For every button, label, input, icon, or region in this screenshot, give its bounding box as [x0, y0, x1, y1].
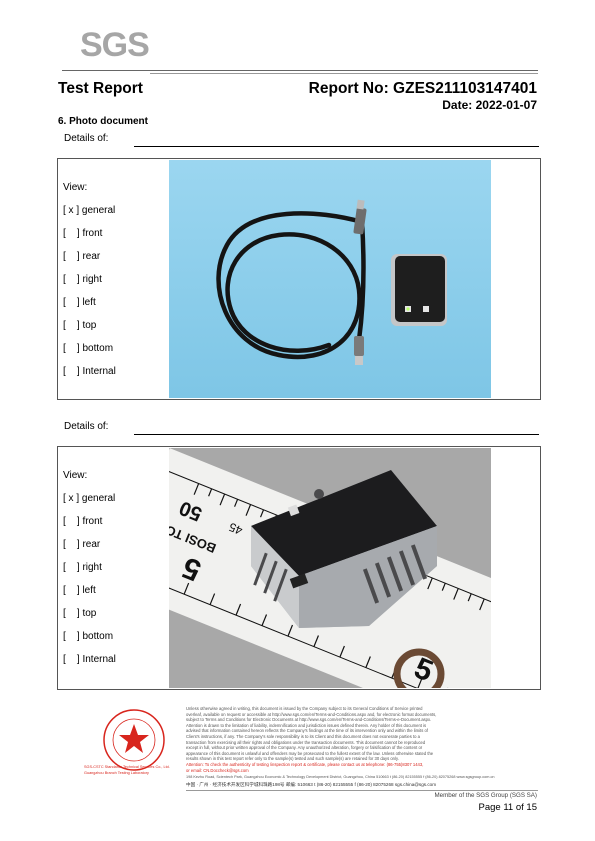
- header-rule-secondary: [150, 73, 538, 74]
- view-option-bottom: [ ] bottom: [63, 631, 114, 642]
- footer-disclaimer: Unless otherwise agreed in writing, this…: [186, 706, 437, 773]
- details-underline: [134, 434, 539, 435]
- section-title: 6. Photo document: [58, 116, 148, 127]
- ruler-label: 45: [227, 520, 245, 538]
- report-number: Report No: GZES211103147401: [308, 80, 537, 97]
- page-number: Page 11 of 15: [478, 802, 537, 813]
- report-date: Date: 2022-01-07: [442, 98, 537, 112]
- view-option-top: [ ] top: [63, 320, 97, 331]
- details-label: Details of:: [64, 421, 109, 432]
- report-title: Test Report: [58, 80, 143, 97]
- footer-rule: [186, 790, 538, 791]
- view-option-general: [ x ] general: [63, 493, 116, 504]
- view-option-left: [ ] left: [63, 585, 96, 596]
- footer-address-cn: 中国 · 广州 · 经济技术开发区科学城科珠路198号 邮编: 510663 t…: [186, 782, 437, 787]
- view-option-right: [ ] right: [63, 274, 102, 285]
- sgs-logo: SGS: [80, 26, 150, 64]
- photo-panel: View: [ x ] general [ ] front [ ] rear […: [57, 158, 541, 400]
- view-option-internal: [ ] Internal: [63, 366, 116, 377]
- view-title: View:: [63, 182, 88, 193]
- sgs-official-seal: SGS-CSTC Standards Technical Services Co…: [84, 706, 170, 776]
- view-option-rear: [ ] rear: [63, 539, 101, 550]
- view-options: View: [ x ] general [ ] front [ ] rear […: [63, 464, 116, 671]
- details-label: Details of:: [64, 133, 109, 144]
- svg-text:Guangzhou Branch Testing Labor: Guangzhou Branch Testing Laboratory: [84, 771, 149, 775]
- view-option-top: [ ] top: [63, 608, 97, 619]
- view-title: View:: [63, 470, 88, 481]
- svg-text:SGS-CSTC Standards Technical S: SGS-CSTC Standards Technical Services Co…: [84, 765, 170, 769]
- sgs-member-text: Member of the SGS Group (SGS SA): [434, 792, 537, 799]
- view-option-rear: [ ] rear: [63, 251, 101, 262]
- photo-panel: View: [ x ] general [ ] front [ ] rear […: [57, 446, 541, 690]
- view-option-right: [ ] right: [63, 562, 102, 573]
- view-option-left: [ ] left: [63, 297, 96, 308]
- view-option-internal: [ ] Internal: [63, 654, 116, 665]
- header-rule: [62, 70, 538, 71]
- details-underline: [134, 146, 539, 147]
- view-option-bottom: [ ] bottom: [63, 343, 114, 354]
- view-option-general: [ x ] general: [63, 205, 116, 216]
- view-option-front: [ ] front: [63, 228, 103, 239]
- view-option-front: [ ] front: [63, 516, 103, 527]
- footer-address-en: 198 Kezhu Road, Scientech Park, Guangzho…: [186, 775, 495, 779]
- device-photo-general: [169, 160, 491, 398]
- view-options: View: [ x ] general [ ] front [ ] rear […: [63, 176, 116, 383]
- device-photo-closeup: 50 45 BOSI TOOLS 5 5: [169, 448, 491, 688]
